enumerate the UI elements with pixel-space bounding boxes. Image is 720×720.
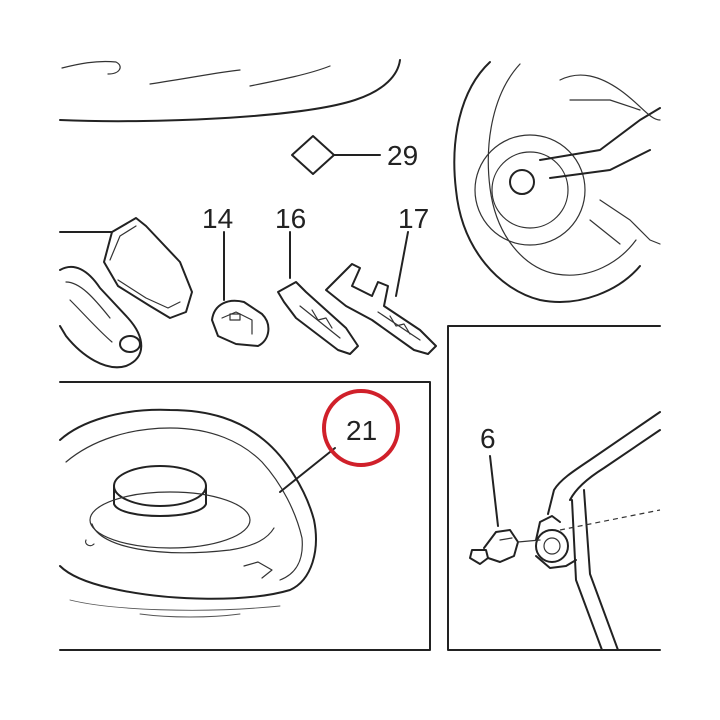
callout-21-leader (279, 447, 336, 493)
fuel-cap-icon (59, 408, 317, 618)
callout-14: 14 (202, 203, 233, 234)
callout-29: 29 (387, 140, 418, 171)
callout-6: 6 (480, 423, 496, 454)
key-blank-icon (277, 231, 359, 355)
bracket-icon (535, 411, 661, 651)
callout-21: 21 (346, 415, 377, 446)
detail-frame-left (59, 381, 431, 651)
bolt-part-icon (469, 455, 541, 565)
key-fob-icon (59, 217, 193, 369)
callout-16: 16 (275, 203, 306, 234)
detail-frame-right (447, 325, 661, 651)
key-head-icon (211, 231, 270, 347)
callout-17: 17 (398, 203, 429, 234)
tank-outline (59, 59, 401, 123)
highlight-circle (322, 389, 400, 467)
rear-wheel-icon (453, 61, 661, 303)
key-cut-icon (325, 231, 437, 355)
diamond-symbol-icon (291, 135, 381, 175)
